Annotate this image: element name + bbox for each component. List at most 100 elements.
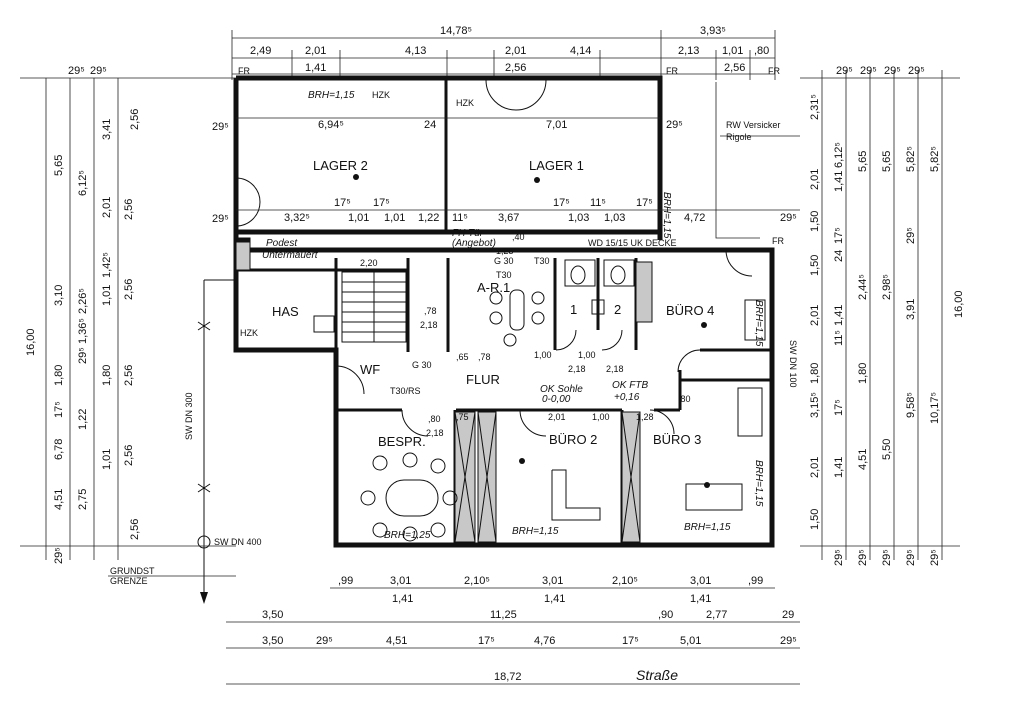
fh-tuer-note: FH Tür xyxy=(452,228,484,239)
dim-value: 2,01 xyxy=(101,197,113,218)
dim-value: 24 xyxy=(424,119,436,131)
doors xyxy=(235,79,753,437)
dim-bottom-row1: ,99 3,01 2,10⁵ 3,01 2,10⁵ 3,01 ,99 xyxy=(338,575,763,587)
dim-value: 1,25 xyxy=(496,246,514,256)
podest-note: Podest xyxy=(266,238,298,249)
dim-value: 1,50 xyxy=(809,211,821,232)
fr-label-4: FR xyxy=(768,66,780,76)
sw-dn-300-label: SW DN 300 xyxy=(184,392,194,440)
room-wc-1: 1 xyxy=(570,302,577,317)
dim-value: 2,56 xyxy=(123,279,135,300)
rigole-label: Rigole xyxy=(726,132,752,142)
hzk-label-1: HZK xyxy=(372,90,390,100)
dim-value: 4,51 xyxy=(386,635,407,647)
brh-bespr-note: BRH=1,25 xyxy=(384,530,431,541)
dim-right-col3: 5,65 2,44⁵ 2,98⁵ 1,80 4,51 29⁵ xyxy=(857,151,893,566)
dim-value: 2,01 xyxy=(809,305,821,326)
dim-mid-row: 29⁵ 3,32⁵ 17⁵ 1,01 17⁵ 1,01 1,22 11⁵ 3,6… xyxy=(212,197,800,225)
dim-value: 4,51 xyxy=(857,449,869,470)
dim-value: 1,36⁵ xyxy=(77,318,89,344)
left-dimension-lines xyxy=(20,77,236,560)
t30-label-1: T30 xyxy=(496,270,512,280)
dim-lager-row: 29⁵ 6,94⁵ 24 7,01 29⁵ xyxy=(212,117,683,133)
hatched-shafts xyxy=(235,241,653,543)
dim-value: 2,49 xyxy=(250,45,271,57)
dim-value: ,80 xyxy=(754,45,769,57)
dim-top-right: 3,93⁵ xyxy=(700,25,726,37)
untermauert-note: Untermauert xyxy=(262,250,319,261)
dim-value: 1,22 xyxy=(418,212,439,224)
grenze-label: GRENZE xyxy=(110,576,148,586)
dim-value: 29 xyxy=(782,609,794,621)
dim-top-row: 2,49 2,01 4,13 2,01 4,14 2,13 1,01 ,80 xyxy=(250,45,769,57)
dim-value: 16,00 xyxy=(953,290,965,318)
dim-value: 2,10⁵ xyxy=(464,575,490,587)
dim-value: 5,82⁵ xyxy=(929,146,941,172)
dim-value: 3,01 xyxy=(390,575,411,587)
brh-lager2-note: BRH=1,15 xyxy=(308,90,355,101)
ok-sohle-note: OK Sohle xyxy=(540,384,583,395)
dim-value: ,78 xyxy=(478,352,491,362)
brh-buero4-note: BRH=1,15 xyxy=(753,300,764,347)
dim-value: 3,01 xyxy=(542,575,563,587)
dim-value: 5,65 xyxy=(881,151,893,172)
dim-value: 1,41 xyxy=(392,593,413,605)
top-dimension-lines xyxy=(231,30,776,80)
brh-buero3-note-b: BRH=1,15 xyxy=(684,522,731,533)
dim-value: ,99 xyxy=(338,575,353,587)
t30rs-label: T30/RS xyxy=(390,386,421,396)
dim-value: 29⁵ xyxy=(929,549,941,566)
dim-value: 1,00 xyxy=(578,350,596,360)
dim-value: 5,50 xyxy=(881,439,893,460)
dim-value: 1,50 xyxy=(809,255,821,276)
dim-value: ,40 xyxy=(512,232,525,242)
dim-value: 1,00 xyxy=(534,350,552,360)
dim-value: 17⁵ xyxy=(622,635,639,647)
dim-value: 17⁵ xyxy=(833,399,845,416)
dim-left-col1: 5,65 3,10 1,80 17⁵ 6,78 4,51 29⁵ xyxy=(53,155,65,564)
dim-value: 7,01 xyxy=(546,119,567,131)
dim-value: 2,56 xyxy=(123,445,135,466)
dim-bottom-row2: 3,50 11,25 ,90 2,77 29 xyxy=(262,609,794,621)
dim-value: 4,14 xyxy=(570,45,591,57)
dim-value: 9,58⁵ xyxy=(905,392,917,418)
dim-value: 3,01 xyxy=(690,575,711,587)
dim-value: 1,41 xyxy=(833,171,845,192)
dim-value: 6,12⁵ xyxy=(77,170,89,196)
dim-value: 2,44⁵ xyxy=(857,274,869,300)
dim-value: 1,80 xyxy=(101,365,113,386)
room-buero-4: BÜRO 4 xyxy=(666,303,714,318)
sw-dn-400-label: SW DN 400 xyxy=(214,537,262,547)
bottom-dimension-lines xyxy=(226,587,800,685)
dim-value: 1,01 xyxy=(722,45,743,57)
dim-value: 29⁵ xyxy=(212,121,229,133)
room-buero-3: BÜRO 3 xyxy=(653,432,701,447)
room-lager-1: LAGER 1 xyxy=(529,158,584,173)
dim-value: 2,56 xyxy=(129,519,141,540)
room-lager-2: LAGER 2 xyxy=(313,158,368,173)
dim-value: ,80 xyxy=(428,414,441,424)
room-a-r-1: A-R.1 xyxy=(477,280,510,295)
fr-left-label: FR xyxy=(238,66,250,76)
dim-value: 2,56 xyxy=(505,62,526,74)
dim-value: 1,01 xyxy=(384,212,405,224)
dim-value: 29⁵ xyxy=(905,227,917,244)
dim-value: 17⁵ xyxy=(373,197,390,209)
dim-value: 2,75 xyxy=(77,489,89,510)
brh-buero3-note-a: BRH=1,15 xyxy=(753,460,764,507)
dim-value: 2,56 xyxy=(129,109,141,130)
dim-value: 1,41 xyxy=(544,593,565,605)
dim-value: 17⁵ xyxy=(478,635,495,647)
dim-value: 2,98⁵ xyxy=(881,274,893,300)
dim-value: 4,51 xyxy=(53,489,65,510)
dim-value: 3,50 xyxy=(262,635,283,647)
dim-value: 2,20 xyxy=(360,258,378,268)
dim-value: 1,41 xyxy=(833,457,845,478)
rw-pipe xyxy=(715,82,760,239)
dim-value: 29⁵ xyxy=(857,549,869,566)
room-wf: WF xyxy=(360,362,380,377)
fr-right-label: FR xyxy=(666,66,678,76)
grundst-label: GRUNDST xyxy=(110,566,155,576)
dim-value: 29⁵ xyxy=(833,549,845,566)
dim-top-row2: 1,41 2,56 2,56 xyxy=(305,62,745,74)
